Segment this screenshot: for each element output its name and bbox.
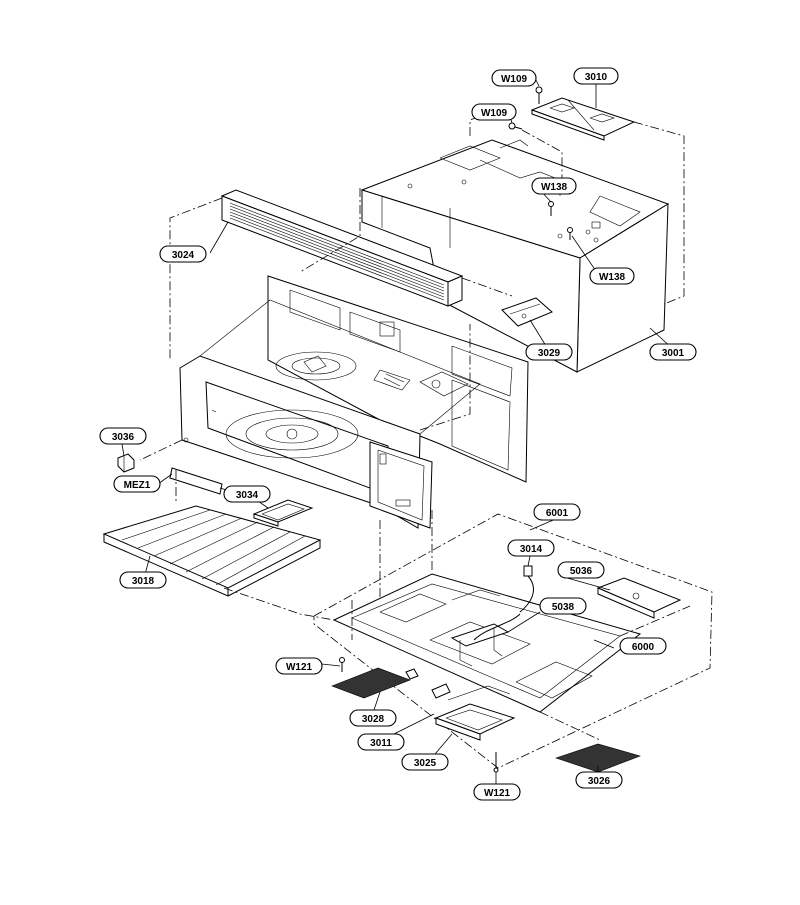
outer-cabinet-3001: [360, 139, 670, 373]
label-strip-mez1: [169, 467, 223, 495]
top-bracket-3010: [530, 97, 636, 141]
callout-3010: 3010: [573, 67, 619, 85]
callout-3024: 3024: [159, 245, 207, 263]
svg-text:3001: 3001: [662, 348, 685, 359]
svg-text:5036: 5036: [570, 566, 593, 577]
assembly-guide-lines: [139, 107, 691, 741]
callout-w138-bot: W138: [589, 267, 635, 285]
callout-5038: 5038: [539, 597, 587, 615]
callout-3034: 3034: [223, 485, 271, 503]
callout-w121-bottom: W121: [473, 783, 521, 801]
svg-text:W138: W138: [541, 182, 568, 193]
callout-3028: 3028: [349, 709, 397, 727]
callout-3025: 3025: [401, 753, 449, 771]
svg-text:5038: 5038: [552, 602, 575, 613]
screw-w121-bottom: [493, 752, 499, 773]
base-plate-6000: [332, 573, 642, 713]
bracket-3029: [501, 297, 553, 327]
svg-text:3024: 3024: [172, 250, 195, 261]
svg-text:3014: 3014: [520, 544, 543, 555]
svg-text:W121: W121: [484, 788, 511, 799]
callout-w109-top: W109: [491, 69, 537, 87]
callout-3018: 3018: [119, 571, 167, 589]
assembly-outline-6001: [313, 513, 713, 769]
svg-text:W138: W138: [599, 272, 626, 283]
callout-mez1: MEZ1: [113, 475, 161, 493]
callout-3036: 3036: [99, 427, 147, 445]
svg-text:3010: 3010: [585, 72, 608, 83]
screw-w121-left: [339, 657, 345, 672]
screw-w138-bot: [567, 227, 573, 240]
callout-3011: 3011: [357, 733, 405, 751]
callout-w109-mid: W109: [471, 103, 517, 121]
svg-text:MEZ1: MEZ1: [124, 480, 151, 491]
svg-text:3025: 3025: [414, 758, 437, 769]
callout-3029: 3029: [525, 343, 573, 361]
screw-w138-top: [548, 201, 554, 216]
svg-text:3034: 3034: [236, 490, 259, 501]
svg-text:W121: W121: [286, 662, 313, 673]
callout-3026: 3026: [575, 771, 623, 789]
cover-3025: [434, 703, 516, 741]
screw-w109-mid: [508, 122, 523, 130]
svg-text:W109: W109: [481, 108, 508, 119]
cover-3034: [252, 499, 314, 527]
callout-3014: 3014: [507, 539, 555, 557]
svg-text:3036: 3036: [112, 432, 135, 443]
callout-3001: 3001: [649, 343, 697, 361]
screw-w109-top: [535, 86, 543, 104]
svg-text:3026: 3026: [588, 776, 611, 787]
svg-text:3028: 3028: [362, 714, 385, 725]
svg-text:3029: 3029: [538, 348, 561, 359]
vent-grille-3024: [220, 189, 464, 307]
svg-text:3011: 3011: [370, 738, 392, 749]
callout-w138-top: W138: [531, 177, 577, 195]
callout-5036: 5036: [557, 561, 605, 579]
latch-3036: [117, 453, 135, 473]
svg-text:6001: 6001: [546, 508, 569, 519]
wire-rack-3018: [102, 505, 322, 597]
callout-w121-left: W121: [275, 657, 323, 675]
bracket-5036: [596, 577, 682, 619]
callout-6000: 6000: [619, 637, 667, 655]
filter-3026: [555, 743, 641, 773]
svg-text:3018: 3018: [132, 576, 155, 587]
filter-3028: [331, 667, 419, 699]
svg-text:W109: W109: [501, 74, 528, 85]
svg-text:6000: 6000: [632, 642, 655, 653]
callout-6001: 6001: [533, 503, 581, 521]
inner-cavity: [267, 275, 529, 483]
part-3011: [431, 683, 511, 701]
front-frame: [179, 299, 481, 529]
